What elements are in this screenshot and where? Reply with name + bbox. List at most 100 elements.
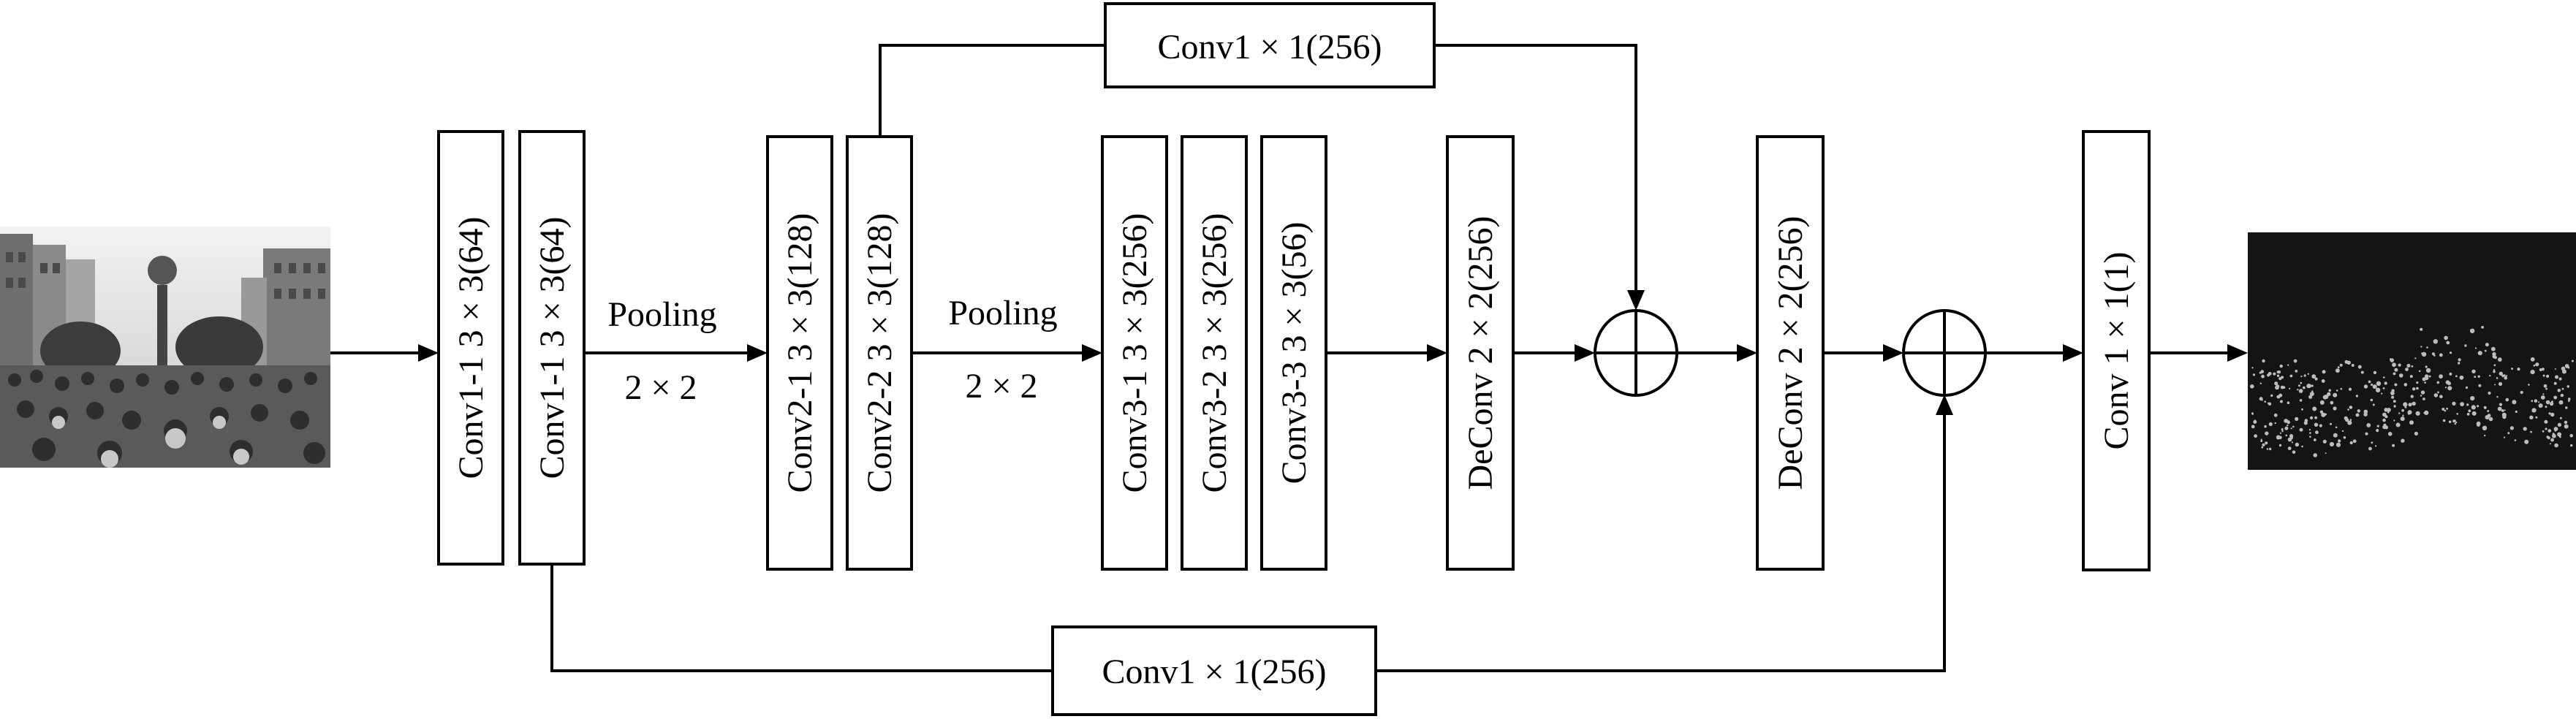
- density-speck: [2376, 425, 2379, 427]
- density-speck: [2393, 400, 2396, 403]
- density-speck: [2336, 389, 2338, 392]
- density-speck: [2554, 443, 2558, 448]
- density-speck: [2363, 384, 2368, 389]
- density-speck: [2554, 368, 2556, 370]
- density-speck: [2391, 395, 2395, 399]
- density-speck: [2524, 439, 2529, 444]
- density-speck: [2511, 368, 2514, 370]
- density-speck: [2416, 381, 2419, 384]
- density-speck: [2452, 401, 2456, 406]
- density-speck: [2284, 419, 2289, 423]
- density-speck: [2330, 422, 2332, 425]
- density-speck: [2487, 410, 2490, 412]
- density-speck: [2311, 374, 2316, 379]
- density-speck: [2515, 410, 2518, 414]
- density-speck: [2425, 368, 2431, 373]
- density-speck: [2383, 376, 2385, 378]
- density-speck: [2401, 438, 2405, 443]
- density-speck: [2348, 387, 2352, 391]
- density-speck: [2414, 431, 2418, 436]
- density-speck: [2437, 391, 2440, 394]
- density-speck: [2507, 432, 2510, 435]
- density-speck: [2292, 425, 2295, 428]
- density-speck: [2514, 439, 2517, 441]
- density-speck: [2422, 377, 2426, 381]
- density-speck: [2558, 377, 2562, 381]
- density-speck: [2494, 384, 2496, 386]
- density-speck: [2398, 373, 2403, 378]
- density-speck: [2393, 405, 2396, 408]
- arrow-head: [1883, 344, 1903, 362]
- density-speck: [2482, 425, 2488, 430]
- density-speck: [2492, 354, 2496, 359]
- layer-label: DeConv 2 × 2(256): [1461, 216, 1500, 490]
- density-speck: [2490, 346, 2496, 351]
- density-speck: [2403, 383, 2408, 387]
- density-speck: [2382, 425, 2387, 430]
- density-speck: [2347, 420, 2352, 425]
- density-speck: [2251, 412, 2254, 414]
- layer-conv3-3: Conv3-3 3 × 3(56): [1260, 135, 1327, 571]
- density-speck: [2550, 412, 2555, 417]
- density-speck: [2424, 381, 2426, 384]
- density-speck: [2433, 339, 2438, 344]
- density-speck: [2442, 419, 2446, 422]
- density-speck: [2409, 375, 2413, 378]
- density-speck: [2261, 399, 2263, 401]
- density-speck: [2548, 412, 2551, 415]
- density-speck: [2340, 387, 2343, 390]
- density-speck: [2418, 370, 2421, 373]
- density-speck: [2347, 408, 2349, 411]
- density-speck: [2559, 416, 2562, 419]
- density-speck: [2546, 374, 2550, 378]
- density-speck: [2542, 374, 2545, 377]
- arrow-head: [1936, 395, 1953, 415]
- density-speck: [2538, 401, 2539, 403]
- density-speck: [2309, 435, 2311, 438]
- density-speck: [2529, 415, 2534, 419]
- density-speck: [2314, 422, 2319, 427]
- density-speck: [2424, 410, 2429, 416]
- density-speck: [2322, 439, 2327, 444]
- layer-conv3-1: Conv3-1 3 × 3(256): [1101, 135, 1168, 571]
- density-speck: [2281, 430, 2284, 433]
- density-speck: [2520, 390, 2523, 395]
- density-speck: [2363, 409, 2368, 414]
- density-speck: [2560, 393, 2564, 397]
- density-speck: [2310, 416, 2314, 420]
- density-speck: [2321, 412, 2326, 417]
- density-speck: [2505, 375, 2508, 377]
- density-speck: [2450, 351, 2452, 354]
- density-speck: [2376, 381, 2382, 387]
- density-speck: [2260, 438, 2262, 441]
- density-speck: [2339, 363, 2343, 367]
- arrow-head: [418, 344, 439, 362]
- density-speck: [2360, 370, 2364, 374]
- density-speck: [2410, 395, 2414, 398]
- density-speck: [2355, 395, 2359, 397]
- density-speck: [2493, 369, 2496, 371]
- density-speck: [2337, 366, 2340, 369]
- density-speck: [2460, 402, 2465, 406]
- density-speck: [2335, 426, 2338, 429]
- density-speck: [2493, 370, 2496, 373]
- density-speck: [2372, 384, 2377, 389]
- density-speck: [2411, 365, 2414, 368]
- density-speck: [2307, 384, 2312, 388]
- density-speck: [2285, 434, 2288, 437]
- arrow-head: [1427, 344, 1447, 362]
- density-speck: [2322, 370, 2326, 374]
- density-speck: [2499, 371, 2503, 376]
- density-speck: [2484, 349, 2487, 352]
- density-speck: [2553, 381, 2557, 385]
- density-speck: [2343, 436, 2346, 439]
- density-speck: [2265, 441, 2268, 445]
- density-speck: [2456, 413, 2458, 415]
- density-speck: [2319, 424, 2322, 427]
- arrow-head: [747, 344, 768, 362]
- density-speck: [2384, 381, 2387, 385]
- density-speck: [2268, 422, 2273, 427]
- density-speck: [2373, 370, 2377, 375]
- density-speck: [2412, 401, 2416, 406]
